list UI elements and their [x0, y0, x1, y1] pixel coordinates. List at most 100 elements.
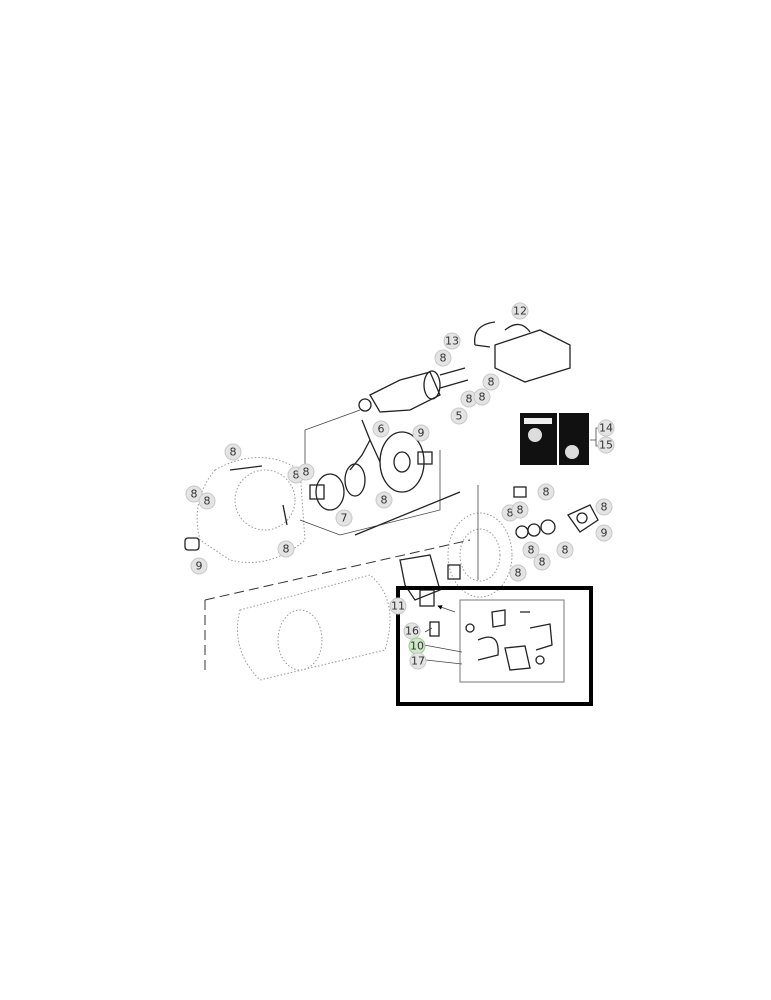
callout-label: 9 [601, 527, 608, 540]
commutator-end-frame [447, 512, 513, 598]
callout-circle [473, 388, 491, 406]
callout-label: 14 [599, 422, 613, 435]
callout-8: 8 [482, 373, 500, 391]
assembly-line [299, 450, 441, 536]
callout-label: 6 [378, 423, 385, 436]
callout-13: 13 [443, 332, 461, 350]
callout-label: 8 [507, 507, 514, 520]
callout-circle [597, 419, 615, 437]
washer [540, 519, 556, 535]
washer [527, 523, 541, 537]
callout-label: 8 [515, 567, 522, 580]
shift-lever [349, 419, 381, 471]
callout-circle [450, 407, 468, 425]
callout-5: 5 [450, 407, 468, 425]
callout-8: 8 [595, 498, 613, 516]
callout-circle [482, 373, 500, 391]
callout-label: 8 [528, 544, 535, 557]
callout-8: 8 [375, 491, 393, 509]
assembly-line [304, 409, 361, 468]
bushing [184, 537, 200, 551]
callout-circle [389, 597, 407, 615]
callout-circle [185, 485, 203, 503]
yoke-armature [237, 574, 391, 681]
callout-9: 9 [412, 424, 430, 442]
callout-label: 8 [440, 352, 447, 365]
callout-14: 14 [597, 419, 615, 437]
callout-17: 17 [409, 652, 427, 670]
callout-circle [277, 540, 295, 558]
callout-label: 8 [191, 488, 198, 501]
callout-label: 5 [456, 410, 463, 423]
callout-circle [595, 524, 613, 542]
end-cover [494, 323, 571, 383]
callout-circle [522, 541, 540, 559]
callout-label: 8 [479, 391, 486, 404]
callout-9: 9 [190, 557, 208, 575]
washer [515, 525, 529, 539]
terminal-nut [513, 486, 527, 498]
brush-holder [399, 554, 461, 607]
callout-label: 13 [445, 335, 459, 348]
intermediate-bearing [379, 431, 433, 493]
callout-label: 11 [391, 600, 405, 613]
callout-8: 8 [185, 485, 203, 503]
callout-label: 8 [466, 393, 473, 406]
callout-circle [297, 463, 315, 481]
callout-circle [533, 553, 551, 571]
callout-circle [511, 501, 529, 519]
callout-8: 8 [537, 483, 555, 501]
callout-circle [403, 622, 421, 640]
callout-8: 8 [434, 349, 452, 367]
callout-8: 8 [509, 564, 527, 582]
callout-circle [537, 483, 555, 501]
callout-circle [190, 557, 208, 575]
callout-label: 15 [599, 439, 613, 452]
callout-circle [511, 302, 529, 320]
callout-8: 8 [297, 463, 315, 481]
callout-label: 10 [410, 640, 424, 653]
callout-label: 12 [513, 305, 527, 318]
spring [429, 621, 440, 637]
callout-label: 8 [562, 544, 569, 557]
callout-label: 8 [601, 501, 608, 514]
callout-circle [224, 443, 242, 461]
solenoid [358, 367, 469, 413]
callout-9: 9 [595, 524, 613, 542]
callout-circle [597, 436, 615, 454]
callout-circle [595, 498, 613, 516]
warning-decal [520, 413, 589, 465]
callout-8: 8 [511, 501, 529, 519]
callout-15: 15 [597, 436, 615, 454]
callout-circle [509, 564, 527, 582]
callout-label: 8 [543, 486, 550, 499]
brush-kit-parts [465, 609, 553, 671]
assembly-line [204, 539, 471, 601]
callout-11: 11 [389, 597, 407, 615]
callout-circle [434, 349, 452, 367]
callout-label: 8 [283, 543, 290, 556]
callout-label: 9 [418, 427, 425, 440]
callout-label: 8 [230, 446, 237, 459]
callout-7: 7 [335, 509, 353, 527]
pinion-drive [309, 463, 366, 511]
retaining-clip [474, 321, 496, 348]
callout-8: 8 [533, 553, 551, 571]
callout-8: 8 [277, 540, 295, 558]
callout-circle [198, 492, 216, 510]
callout-circle [409, 652, 427, 670]
bolt [282, 504, 288, 526]
callout-circle [443, 332, 461, 350]
callout-label: 7 [341, 512, 348, 525]
highlight-frame [396, 586, 593, 706]
callout-8: 8 [224, 443, 242, 461]
callout-6: 6 [372, 420, 390, 438]
callout-12: 12 [511, 302, 529, 320]
callout-circle [335, 509, 353, 527]
callout-circle [372, 420, 390, 438]
brush-kit-inset [459, 599, 565, 683]
callout-label: 9 [196, 560, 203, 573]
callout-label: 16 [405, 625, 419, 638]
callout-label: 8 [303, 466, 310, 479]
callout-label: 8 [204, 495, 211, 508]
